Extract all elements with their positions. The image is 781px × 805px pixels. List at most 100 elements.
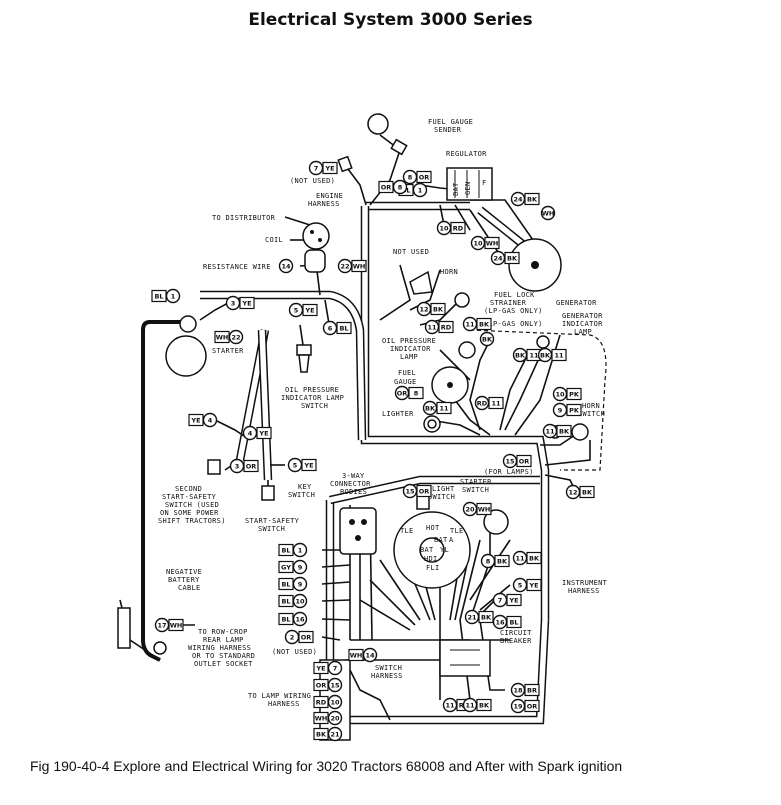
wire-tag-color: YE <box>190 416 200 424</box>
label-oil-lamp-3: LAMP <box>400 353 418 361</box>
wire-tag-color: OR <box>527 702 538 710</box>
wire-tag-color-box <box>214 330 230 344</box>
wire-tag-color: 11 <box>554 351 564 359</box>
wire-tag-number: 5 <box>294 306 299 314</box>
wire-tag-circle <box>278 258 294 274</box>
wire-tag-color-box <box>313 678 329 692</box>
wire-tag-color: BK <box>507 254 518 262</box>
wire-tag-color-box <box>526 578 542 592</box>
lighter <box>423 415 441 433</box>
engine-harness-bundle <box>200 201 550 725</box>
wire-tag-color: WH <box>486 239 499 247</box>
wire-tag-number: 22 <box>231 333 240 341</box>
label-second-ss-2: START-SAFETY <box>162 493 217 501</box>
wire-tag-color: BK <box>529 554 540 562</box>
wire-tag-color-box <box>351 259 367 273</box>
regulator <box>446 167 493 201</box>
label-to-row-crop-2: REAR LAMP <box>203 636 244 644</box>
second-start-safety-switch <box>207 459 221 475</box>
label-switch-harness-2: HARNESS <box>371 672 403 680</box>
wire-tag-color-box <box>524 192 540 206</box>
wire-tag-color: OR <box>301 633 312 641</box>
wire-tag-number: 7 <box>498 596 503 604</box>
wire-tag-color: BL <box>281 615 290 623</box>
wire-tag-color-box <box>243 459 259 473</box>
label-oil-switch-3: SWITCH <box>301 402 328 410</box>
wire-tag: 7 YE <box>492 592 522 608</box>
page-title: Electrical System 3000 Series <box>248 10 533 30</box>
wire-tag-color-box <box>298 630 314 644</box>
wire-tag-number: BK <box>482 335 493 343</box>
label-circuit-breaker-2: BREAKER <box>500 637 532 645</box>
label-key-tle: TLE <box>400 527 414 535</box>
label-fuel-gauge-sender-1: FUEL GAUGE <box>428 118 473 126</box>
wire-tag-number: 7 <box>333 664 338 672</box>
label-three-way-3: BODIES <box>340 488 367 496</box>
label-gen-lamp-3: LAMP <box>574 328 592 336</box>
wire-tag-color: OR <box>316 681 327 689</box>
label-horn-switch-2: SWITCH <box>578 410 605 418</box>
wire-tag-color: RD <box>441 323 452 331</box>
label-oil-switch-2: INDICATOR LAMP <box>281 394 344 402</box>
wire-tag-number: 9 <box>298 563 303 571</box>
wire-tag-color: OR <box>419 173 430 181</box>
wire-tag-number: 10 <box>439 224 449 232</box>
wire-tag-number: 15 <box>405 487 415 495</box>
wire-tag-color-box <box>551 348 567 362</box>
wire-tag-number: 15 <box>505 457 515 465</box>
wire-tag-number: 4 <box>208 416 213 424</box>
label-second-ss-4: ON SOME POWER <box>160 509 219 517</box>
label-key-hdi: HDI <box>424 555 438 563</box>
oil-pressure-switch <box>296 344 312 373</box>
wire-tag-color-box <box>322 161 338 175</box>
wire-tag-color: BK <box>497 557 508 565</box>
label-to-row-crop-3: WIRING HARNESS <box>188 644 251 652</box>
wire-tag-color: YE <box>315 664 325 672</box>
wire-tag-circle <box>540 205 556 221</box>
wire-tag-color-box <box>506 615 522 629</box>
label-fuel-lock-3: (LP-GAS ONLY) <box>484 307 543 315</box>
wire-tag-color-box <box>566 387 582 401</box>
wire-tag: 8OR <box>378 179 408 195</box>
wire-tag-color: BK <box>481 613 492 621</box>
horn <box>409 270 433 295</box>
wire-tag-color-box <box>168 618 184 632</box>
label-ss-switch-2: SWITCH <box>258 525 285 533</box>
wire-tag-color-box <box>278 560 294 574</box>
wire-tag-number: 11 <box>545 427 555 435</box>
wire-tag: 1BL <box>278 542 308 558</box>
wire-tag-color-box <box>494 554 510 568</box>
label-reg-f: F <box>482 179 487 187</box>
fuel-lock-strainer <box>454 292 470 308</box>
label-reg-gen: GEN <box>464 181 472 195</box>
wire-tag: 14 <box>278 258 294 274</box>
horn-switch <box>571 423 589 441</box>
wire-tag-color-box <box>239 296 255 310</box>
wire-tag-color: BL <box>281 597 290 605</box>
wire-tag-color-box <box>378 180 394 194</box>
label-ss-switch-1: START-SAFETY <box>245 517 300 525</box>
wire-tag-number: 18 <box>513 686 523 694</box>
wire-tag-color-box <box>516 454 532 468</box>
wire-tag-color-box <box>436 401 452 415</box>
wire-tag-color: RD <box>453 224 464 232</box>
wire-tag-color: YE <box>508 596 518 604</box>
wire-tag-color: WH <box>216 333 229 341</box>
label-fuel-lock-1: FUEL LOCK <box>494 291 535 299</box>
wire-tag-color-box <box>313 727 329 741</box>
